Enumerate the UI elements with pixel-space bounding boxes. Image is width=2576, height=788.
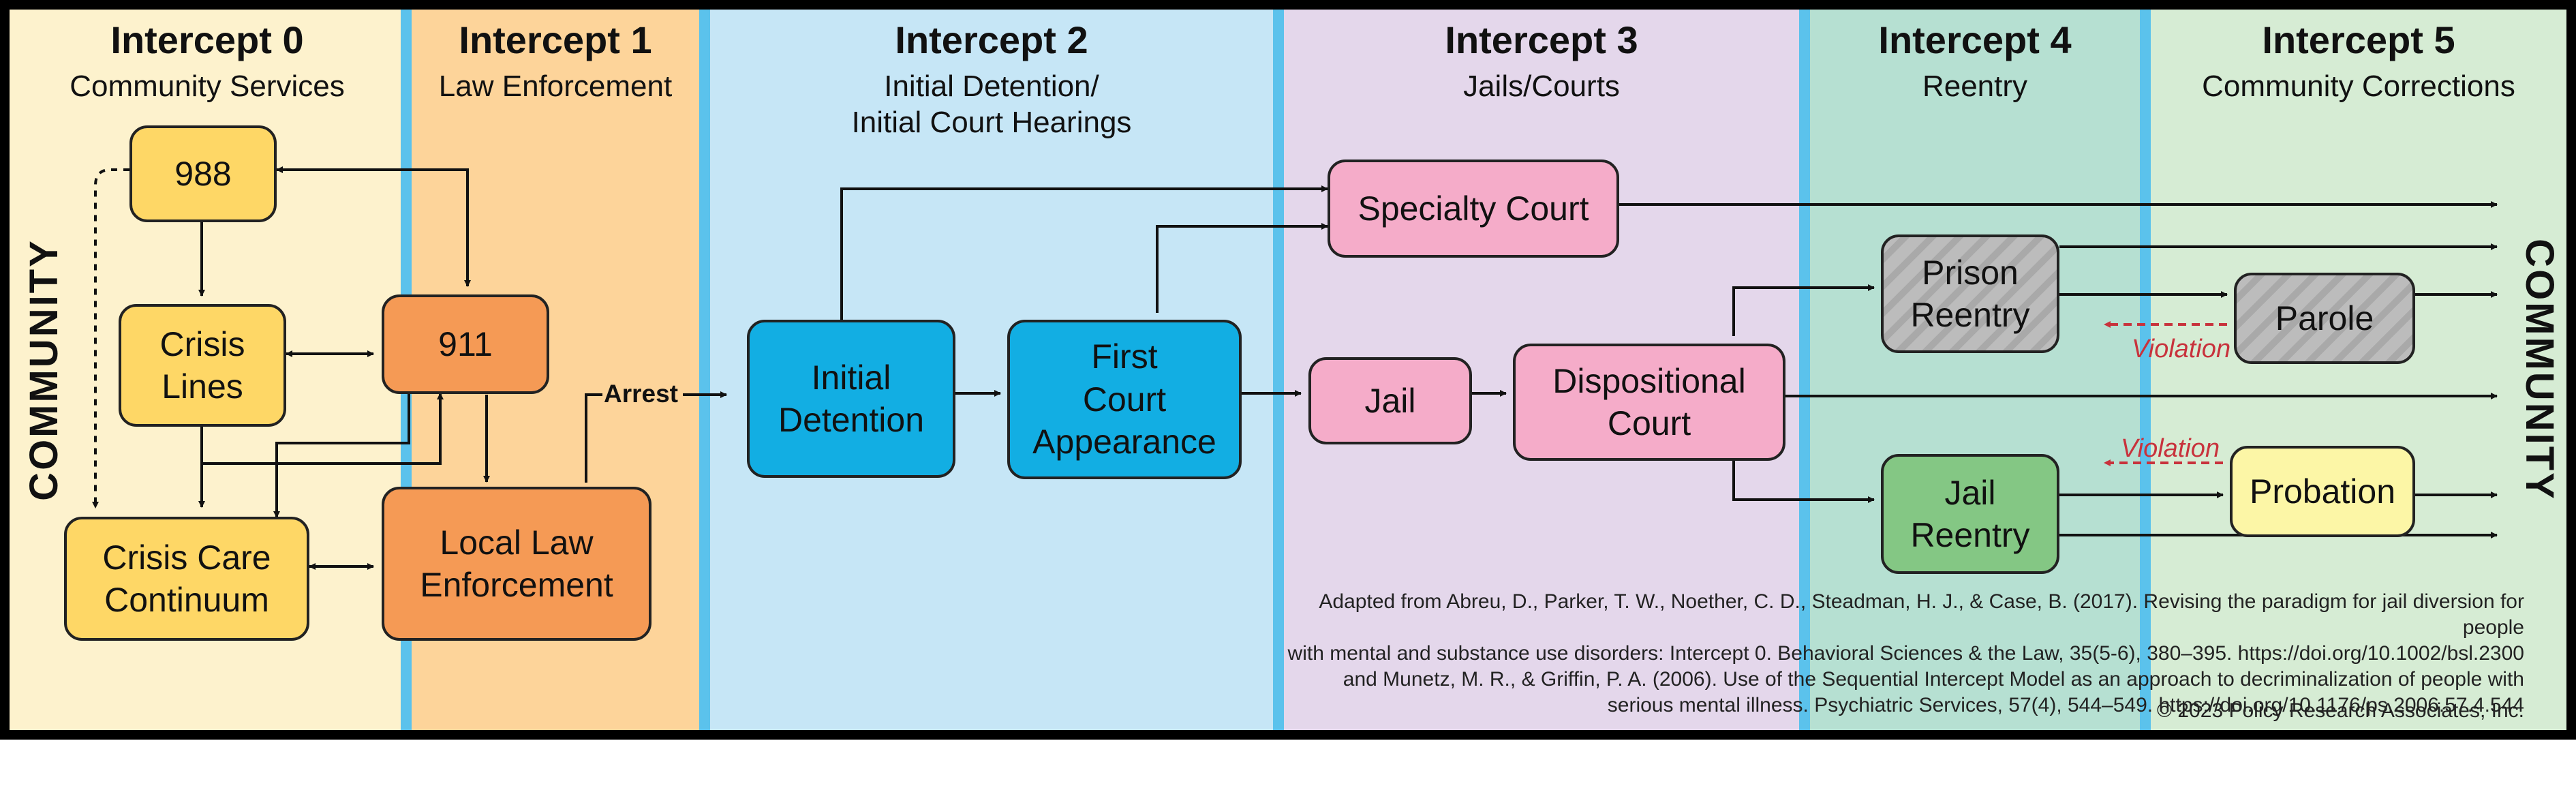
node-text: Local Law Enforcement bbox=[420, 521, 613, 607]
node-text-line: Crisis bbox=[159, 324, 245, 363]
intercept-title: Intercept 2 bbox=[895, 18, 1088, 61]
node-text: Crisis Lines bbox=[160, 323, 245, 408]
node-crisis-lines: Crisis Lines bbox=[119, 304, 286, 427]
divider-1-2 bbox=[699, 10, 710, 730]
citation: Adapted from Abreu, D., Parker, T. W., N… bbox=[1263, 589, 2524, 718]
node-text: Dispositional Court bbox=[1552, 360, 1745, 445]
node-text-line: Jail bbox=[1944, 473, 1996, 512]
intercept-3-heading: Intercept 3 Jails/Courts bbox=[1284, 19, 1799, 104]
node-parole: Parole bbox=[2234, 273, 2415, 364]
node-text: Jail bbox=[1364, 381, 1416, 420]
intercept-4-band bbox=[1806, 10, 2147, 730]
node-911: 911 bbox=[382, 294, 549, 394]
node-jail-reentry: Jail Reentry bbox=[1881, 454, 2059, 574]
intercept-title: Intercept 5 bbox=[2262, 18, 2455, 61]
node-crisis-care-continuum: Crisis Care Continuum bbox=[64, 517, 309, 641]
node-text-line: Reentry bbox=[1910, 296, 2030, 334]
node-text: Parole bbox=[2275, 299, 2374, 337]
intercept-title: Intercept 3 bbox=[1445, 18, 1638, 61]
node-text-line: Detention bbox=[778, 401, 925, 439]
node-prison-reentry: Prison Reentry bbox=[1881, 234, 2059, 353]
intercept-5-band bbox=[2147, 10, 2566, 730]
edge-dispositional-prison-reentry bbox=[1732, 284, 1875, 336]
subtitle-line: Initial Court Hearings bbox=[851, 106, 1132, 140]
node-text: Jail Reentry bbox=[1910, 472, 2029, 557]
citation-line: Adapted from Abreu, D., Parker, T. W., N… bbox=[1319, 590, 2524, 639]
intercept-2-heading: Intercept 2 Initial Detention/ Initial C… bbox=[710, 19, 1273, 141]
node-specialty-court: Specialty Court bbox=[1328, 160, 1619, 258]
node-text-line: Appearance bbox=[1032, 423, 1216, 461]
intercept-subtitle: Community Services bbox=[70, 69, 345, 103]
node-text-line: First bbox=[1091, 337, 1158, 376]
node-text-line: Continuum bbox=[104, 581, 269, 619]
intercept-subtitle: Initial Detention/ Initial Court Hearing… bbox=[710, 68, 1273, 141]
node-988: 988 bbox=[129, 125, 277, 222]
intercept-subtitle: Jails/Courts bbox=[1463, 69, 1620, 103]
node-text-line: Court bbox=[1082, 380, 1167, 419]
parole-violation-label: Violation bbox=[2132, 335, 2231, 363]
node-jail: Jail bbox=[1308, 357, 1472, 444]
copyright: © 2023 Policy Research Associates, Inc. bbox=[2156, 699, 2524, 722]
probation-violation-label: Violation bbox=[2121, 434, 2220, 463]
intercept-5-heading: Intercept 5 Community Corrections bbox=[2151, 19, 2566, 104]
node-text: Probation bbox=[2249, 472, 2396, 511]
intercept-subtitle: Law Enforcement bbox=[438, 69, 673, 103]
subtitle-line: Initial Detention/ bbox=[884, 69, 1099, 103]
intercept-title: Intercept 4 bbox=[1878, 18, 2072, 61]
intercept-subtitle: Community Corrections bbox=[2202, 69, 2515, 103]
sequential-intercept-model-diagram: Intercept 0 Community Services Intercept… bbox=[0, 0, 2576, 740]
edge-crisis-lines-911-elbow bbox=[202, 393, 444, 465]
node-probation: Probation bbox=[2230, 446, 2415, 537]
node-local-law-enforcement: Local Law Enforcement bbox=[382, 487, 651, 641]
intercept-title: Intercept 0 bbox=[110, 18, 304, 61]
edge-988-911 bbox=[276, 166, 471, 287]
node-text-line: Crisis Care bbox=[102, 538, 271, 577]
intercept-title: Intercept 1 bbox=[459, 18, 652, 61]
node-text: First Court Appearance bbox=[1032, 335, 1216, 464]
arrest-label: Arrest bbox=[604, 380, 678, 408]
intercept-0-heading: Intercept 0 Community Services bbox=[10, 19, 405, 104]
divider-4-5 bbox=[2140, 10, 2151, 730]
node-text: Prison Reentry bbox=[1910, 252, 2029, 337]
citation-line: and Munetz, M. R., & Griffin, P. A. (200… bbox=[1343, 668, 2524, 691]
node-text-line: Initial bbox=[811, 358, 891, 397]
node-text: Initial Detention bbox=[778, 357, 924, 442]
edge-first-court-specialty-court bbox=[1156, 223, 1328, 313]
divider-3-4 bbox=[1799, 10, 1810, 730]
intercept-1-heading: Intercept 1 Law Enforcement bbox=[412, 19, 699, 104]
citation-line: serious mental illness. Psychiatric Serv… bbox=[1607, 694, 2524, 716]
edge-arrest-to-detention bbox=[585, 395, 726, 483]
citation-line: with mental and substance use disorders:… bbox=[1287, 642, 2524, 665]
intercept-subtitle: Reentry bbox=[1922, 69, 2028, 103]
node-text-line: Court bbox=[1607, 404, 1691, 442]
edge-911-crisis-care-elbow bbox=[273, 393, 410, 518]
node-first-court-appearance: First Court Appearance bbox=[1007, 320, 1242, 479]
node-text-line: Lines bbox=[162, 367, 243, 406]
node-text: Specialty Court bbox=[1358, 189, 1589, 228]
node-text: Crisis Care Continuum bbox=[102, 536, 271, 622]
node-text-line: Reentry bbox=[1910, 516, 2030, 554]
node-initial-detention: Initial Detention bbox=[747, 320, 955, 478]
intercept-4-heading: Intercept 4 Reentry bbox=[1810, 19, 2140, 104]
node-text-line: Prison bbox=[1922, 253, 2019, 292]
node-text: 911 bbox=[438, 324, 493, 363]
node-text-line: Dispositional bbox=[1552, 361, 1746, 400]
edge-dispositional-jail-reentry bbox=[1732, 453, 1875, 503]
node-text: 988 bbox=[174, 154, 232, 193]
node-text-line: Enforcement bbox=[420, 566, 613, 604]
node-dispositional-court: Dispositional Court bbox=[1513, 344, 1785, 461]
edge-detention-specialty-court bbox=[840, 185, 1328, 320]
node-text-line: Local Law bbox=[440, 523, 594, 562]
